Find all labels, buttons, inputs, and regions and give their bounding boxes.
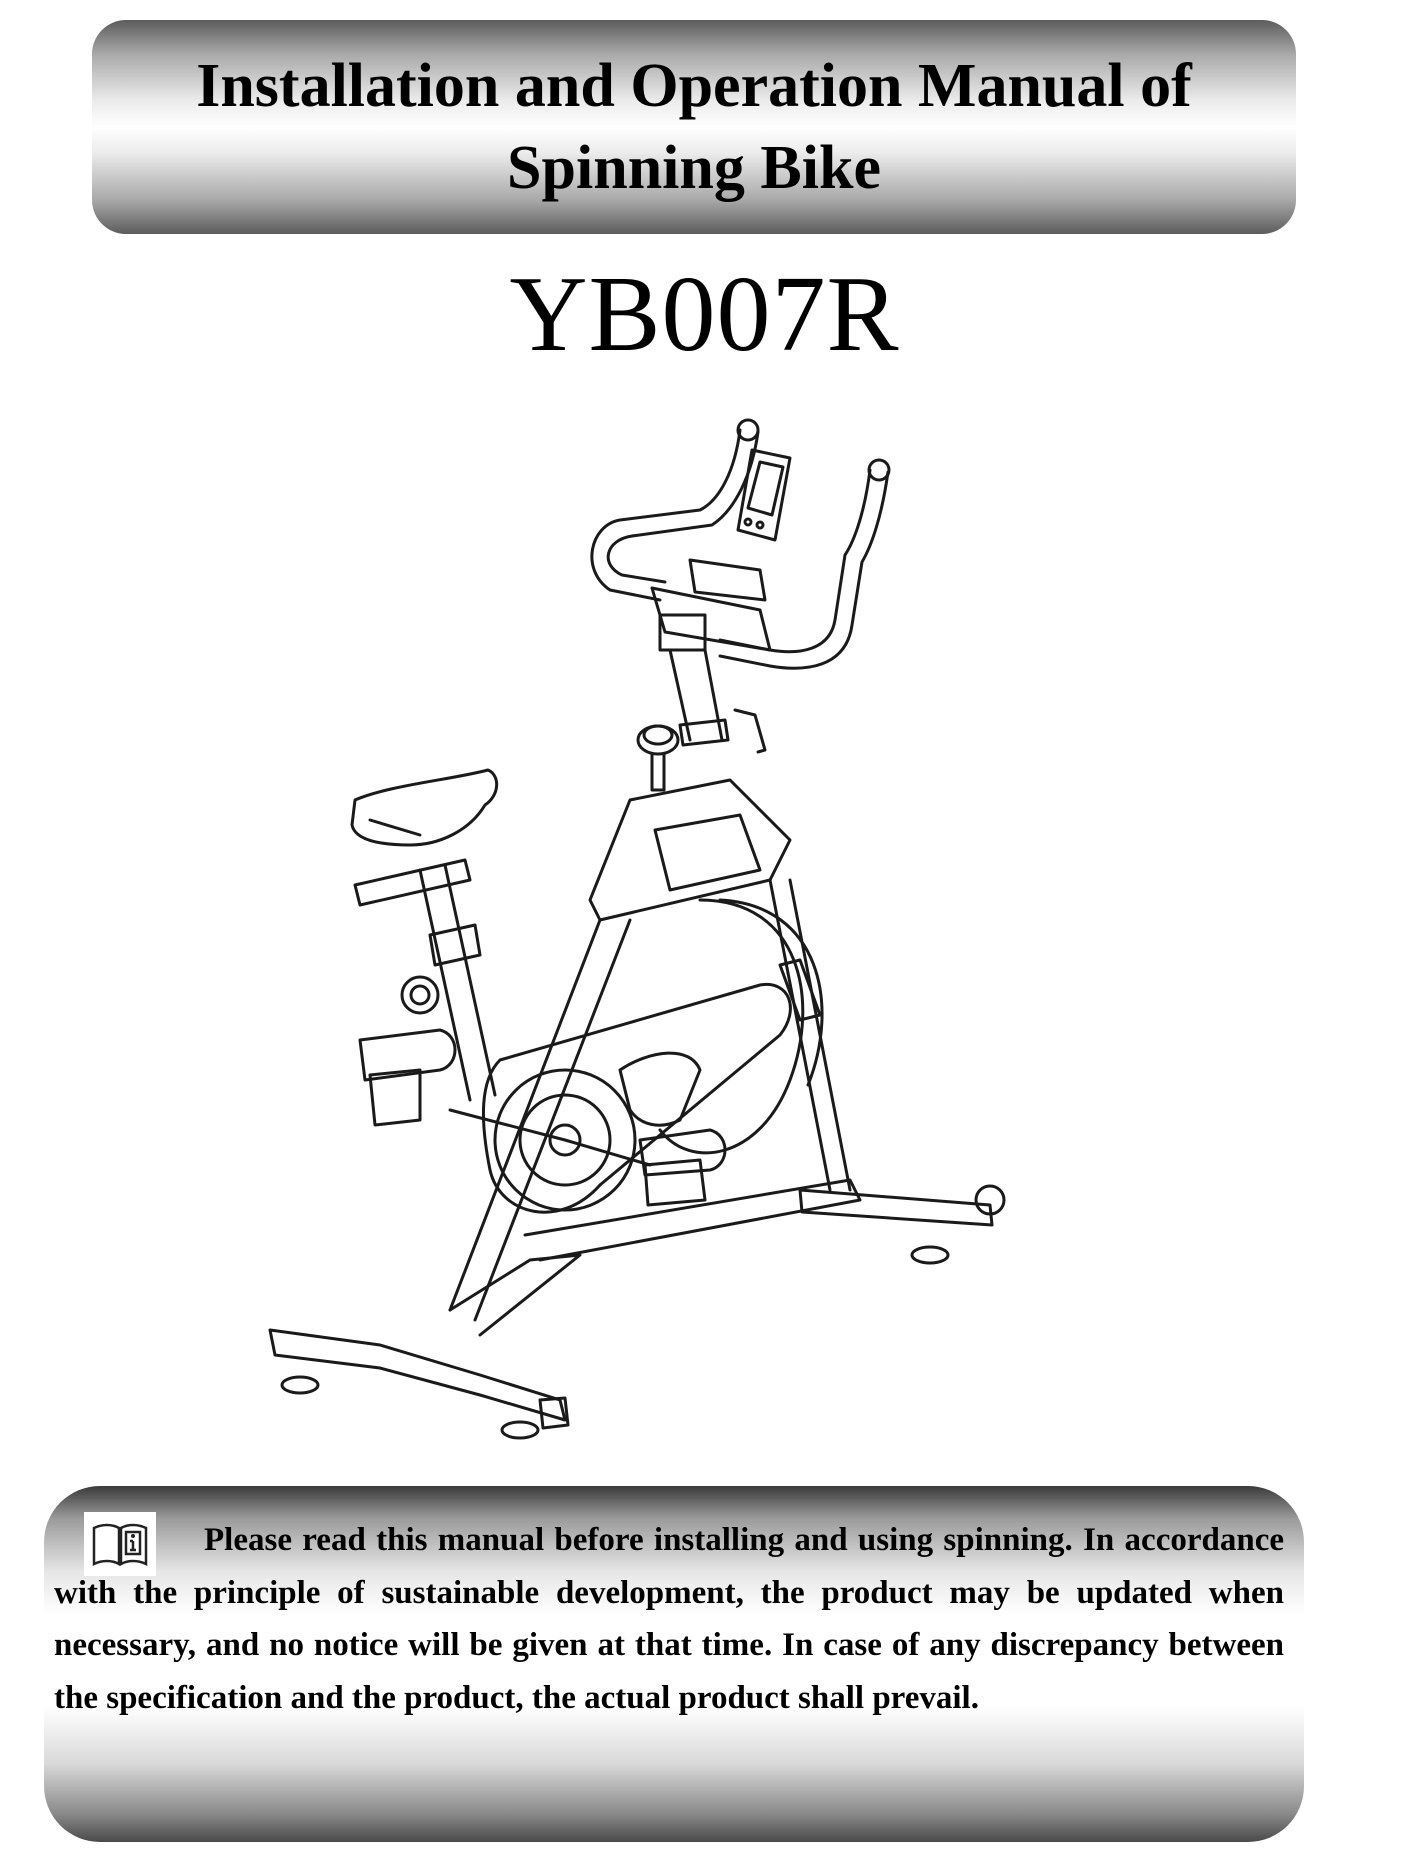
bottle-holder [778,958,822,1022]
title-banner: Installation and Operation Manual of Spi… [92,20,1296,234]
notice-text: Please read this manual before installin… [54,1522,1284,1716]
saddle [350,768,499,1102]
front-stabilizer [798,1184,1006,1265]
title-line-1: Installation and Operation Manual of [196,52,1192,120]
title-line-2: Spinning Bike [507,134,881,202]
chain-guard [482,983,792,1214]
bike-frame [448,878,862,1337]
model-number: YB007R [509,255,900,374]
rear-stabilizer [268,1328,570,1440]
pedals [358,1028,727,1207]
console-display [736,448,792,542]
handlebar [590,418,891,670]
manual-info-icon [84,1512,156,1576]
resistance-knob [636,724,680,792]
spinning-bike-illustration [268,418,1006,1440]
handlebar-stem [658,613,767,754]
notice-box: Please read this manual before installin… [44,1486,1304,1842]
